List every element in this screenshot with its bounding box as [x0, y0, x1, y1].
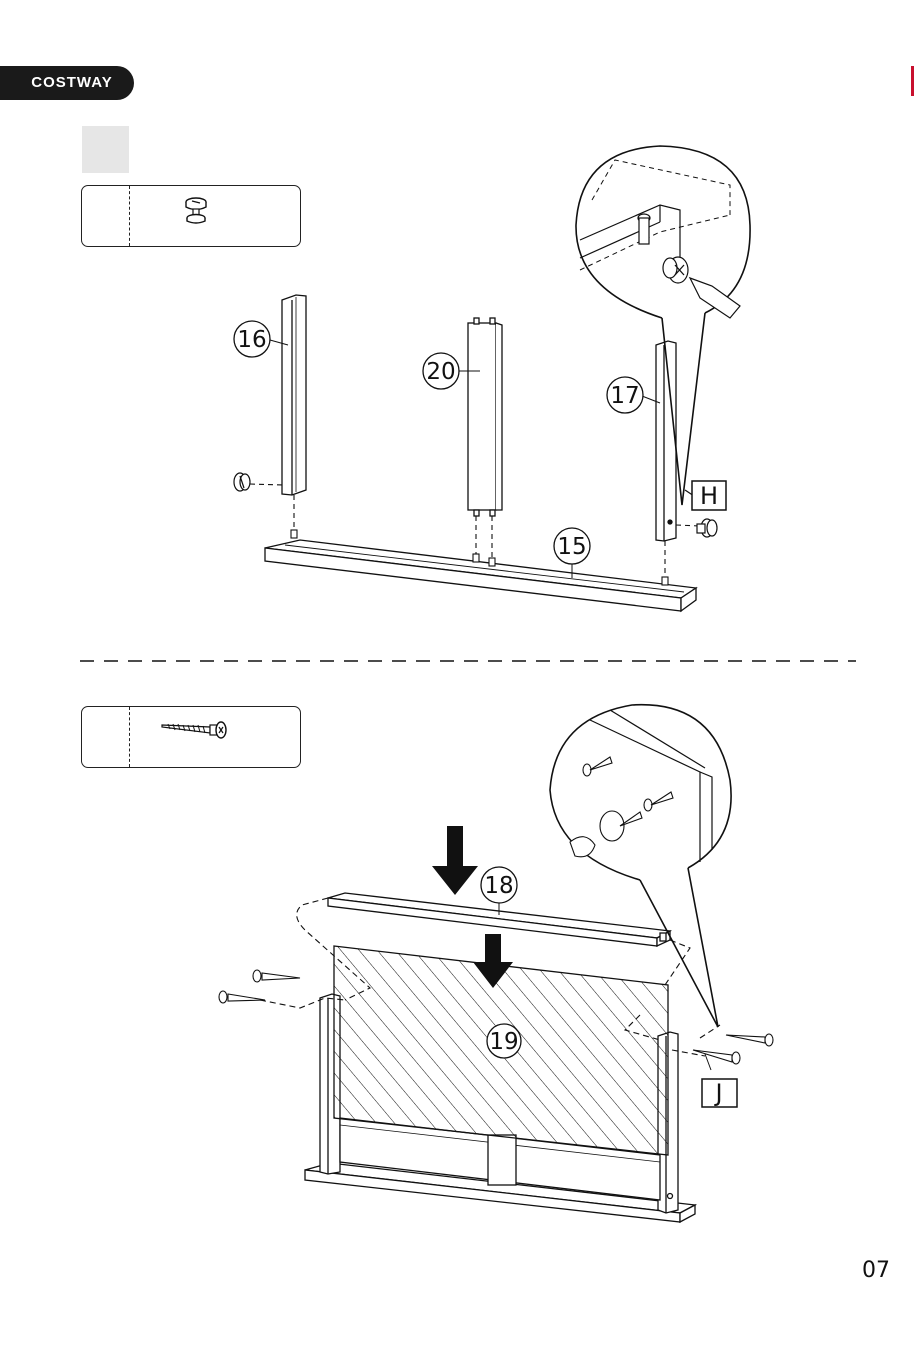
part-label-18: 18 [484, 873, 513, 899]
side-panel-17 [656, 341, 676, 541]
callout-leaders [270, 340, 660, 578]
part-label-15: 15 [557, 534, 586, 560]
step-separator [80, 659, 856, 663]
down-arrow-icon [432, 826, 478, 895]
cam-lock-icon [697, 519, 717, 537]
part-label-19: 19 [489, 1029, 518, 1055]
side-panel-16 [282, 295, 306, 495]
page-number: 07 [862, 1258, 890, 1283]
bottom-rail-15 [265, 540, 696, 611]
step2-assembly-diagram: 18 19 J [0, 690, 914, 1250]
screw-icon [693, 1050, 740, 1064]
screw-icon [219, 991, 265, 1003]
screw-icon [253, 970, 300, 982]
step1-assembly-diagram: 16 20 17 15 H [0, 0, 914, 660]
hardware-tag-h: H [700, 482, 718, 510]
part-label-16: 16 [237, 327, 266, 353]
cam-lock-icon [234, 473, 250, 491]
screw-icon [726, 1034, 773, 1046]
center-panel-20 [468, 318, 502, 516]
part-label-20: 20 [426, 359, 455, 385]
part-label-17: 17 [610, 383, 639, 409]
hardware-tag-j: J [713, 1079, 722, 1107]
